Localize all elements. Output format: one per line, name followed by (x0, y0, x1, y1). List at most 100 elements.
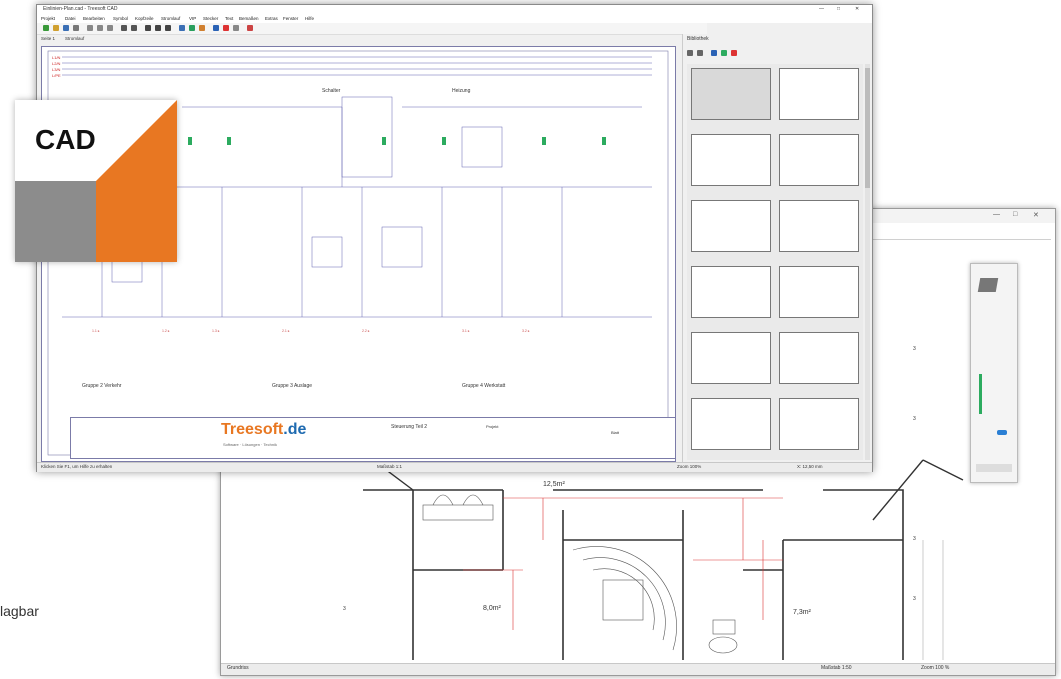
arrow-icon[interactable] (165, 25, 171, 31)
tab-stromlauf[interactable]: Stromlauf (65, 36, 85, 41)
svg-text:1.3 ▸: 1.3 ▸ (212, 329, 220, 333)
menu-item[interactable]: Symbol (113, 16, 129, 21)
svg-text:3: 3 (913, 536, 916, 542)
open-icon[interactable] (53, 25, 59, 31)
text-icon[interactable] (233, 25, 239, 31)
close-button[interactable]: ✕ (1033, 212, 1039, 219)
coordinate-readout: X: 12,50 mm (797, 464, 823, 469)
status-bar: Klicken Sie F1, um Hilfe zu erhalten Maß… (37, 462, 872, 472)
device-label: Heizung (452, 88, 471, 94)
remove-icon[interactable] (731, 50, 737, 56)
library-thumb[interactable] (779, 200, 859, 252)
save-icon[interactable] (63, 25, 69, 31)
chart-icon[interactable] (213, 25, 219, 31)
wire-label: L3/N (52, 67, 61, 72)
library-thumb[interactable] (779, 266, 859, 318)
library-thumb[interactable] (779, 68, 859, 120)
zoom-out-icon[interactable] (131, 25, 137, 31)
symbol-icon[interactable] (199, 25, 205, 31)
window-title: Einlinien-Plan.cad - Treesoft CAD (43, 6, 118, 12)
title-block: Treesoft.de Software · Lösungen · Techni… (70, 417, 676, 459)
minimize-button[interactable]: — (993, 211, 1000, 218)
wire-label: L1/N (52, 55, 61, 60)
layer-icon[interactable] (189, 25, 195, 31)
group-label: Gruppe 3 Auslage (272, 383, 312, 389)
room-label: 12,5m² (543, 481, 565, 488)
grid-icon[interactable] (179, 25, 185, 31)
scale-readout: Maßstab 1:50 (821, 665, 852, 671)
wire-label: L/PE (52, 73, 61, 78)
menu-item[interactable]: Fenster (283, 16, 299, 21)
menu-item[interactable]: Projekt (41, 16, 56, 21)
paste-icon[interactable] (107, 25, 113, 31)
level-bar (979, 374, 982, 414)
menu-item[interactable]: Bearbeiten (83, 16, 105, 21)
library-panel: Bibliothek (682, 34, 871, 462)
menu-item[interactable]: Stecker (203, 16, 219, 21)
new-icon[interactable] (43, 25, 49, 31)
status-bar: Grundriss Maßstab 1:50 Zoom 100 % (221, 663, 1055, 675)
back-icon[interactable] (687, 50, 693, 56)
menu-item[interactable]: Datei (65, 16, 76, 21)
svg-text:3: 3 (913, 346, 916, 352)
forward-icon[interactable] (697, 50, 703, 56)
menu-item[interactable]: Extras (265, 16, 278, 21)
drawing-name: Steuerung Teil 2 (391, 424, 428, 430)
menu-item[interactable]: VIP (189, 16, 197, 21)
status-text: Grundriss (227, 665, 249, 671)
zoom-in-icon[interactable] (121, 25, 127, 31)
menu-item[interactable]: Kopfzeile (135, 16, 154, 21)
symbol-library[interactable] (687, 64, 863, 460)
library-thumb[interactable] (691, 68, 771, 120)
zoom-readout: Zoom 100 % (921, 665, 950, 671)
minimize-button[interactable]: — (819, 6, 824, 12)
library-thumb[interactable] (691, 398, 771, 450)
arrow-icon[interactable] (155, 25, 161, 31)
sheet-label: Blatt (611, 430, 620, 435)
status-text: Klicken Sie F1, um Hilfe zu erhalten (41, 464, 113, 469)
svg-text:3.1 ▸: 3.1 ▸ (462, 329, 470, 333)
palette-footer (976, 464, 1012, 472)
menu-item[interactable]: Hilfe (305, 16, 315, 21)
library-thumb[interactable] (691, 200, 771, 252)
close-button[interactable]: ✕ (855, 6, 860, 12)
device-label: Schalter (322, 88, 341, 94)
tab-page[interactable]: Seite 1 (41, 36, 56, 41)
library-thumb[interactable] (691, 266, 771, 318)
maximize-button[interactable]: □ (1013, 211, 1018, 218)
add-icon[interactable] (721, 50, 727, 56)
badge-text: CAD (35, 124, 96, 155)
library-thumb[interactable] (779, 134, 859, 186)
view-icon[interactable] (711, 50, 717, 56)
menu-item[interactable]: Bemaßen (239, 16, 259, 21)
cut-icon[interactable] (87, 25, 93, 31)
menu-item[interactable]: Stromlauf (161, 16, 181, 21)
logo-subtitle: Software · Lösungen · Technik (223, 442, 277, 447)
library-thumb[interactable] (779, 332, 859, 384)
toolbar (37, 23, 707, 35)
panel-scrollbar[interactable] (865, 64, 870, 460)
delete-icon[interactable] (247, 25, 253, 31)
room-label: 7,3m² (793, 609, 812, 616)
print-icon[interactable] (73, 25, 79, 31)
wire-icon[interactable] (223, 25, 229, 31)
copy-icon[interactable] (97, 25, 103, 31)
scrollbar-thumb[interactable] (865, 68, 870, 188)
project-label: Projekt (486, 424, 499, 429)
zoom-readout: Zoom 100% (677, 464, 702, 469)
toggle-switch[interactable] (997, 430, 1007, 435)
menu-item[interactable]: Text (225, 16, 234, 21)
svg-text:1.1 ▸: 1.1 ▸ (92, 329, 100, 333)
menu-bar: Projekt Datei Bearbeiten Symbol Kopfzeil… (37, 15, 872, 23)
arrow-icon[interactable] (145, 25, 151, 31)
maximize-button[interactable]: □ (837, 6, 841, 12)
side-note: lagbar (0, 603, 39, 619)
svg-text:2.2 ▸: 2.2 ▸ (362, 329, 370, 333)
library-thumb[interactable] (779, 398, 859, 450)
library-thumb[interactable] (691, 332, 771, 384)
svg-text:1.2 ▸: 1.2 ▸ (162, 329, 170, 333)
svg-text:3: 3 (913, 596, 916, 602)
library-thumb[interactable] (691, 134, 771, 186)
tool-palette[interactable] (970, 263, 1018, 483)
